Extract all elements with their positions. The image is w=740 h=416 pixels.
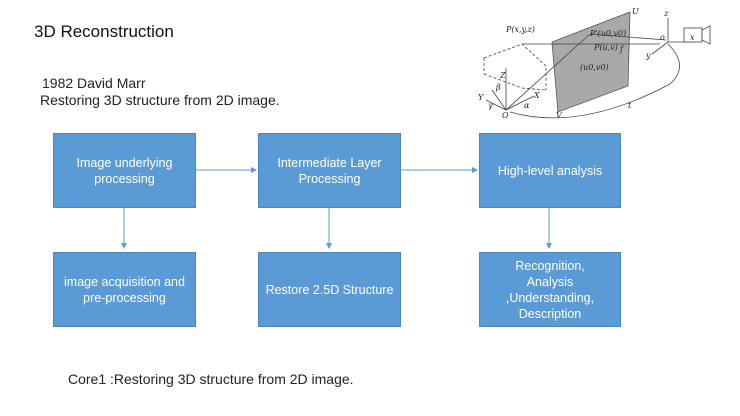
label-y-world: Y [478, 93, 484, 102]
label-x-world: X [533, 91, 540, 100]
label-origin-world: O [502, 111, 509, 120]
label-focal: f [619, 45, 625, 54]
label-v-axis: V [556, 111, 563, 120]
box-label: image acquisition and pre-processing [64, 274, 185, 305]
box-label: Intermediate Layer Processing [277, 155, 382, 186]
label-y-camera: y [645, 51, 651, 60]
box-restore-25d: Restore 2.5D Structure [258, 252, 401, 327]
box-high-level-analysis: High-level analysis [479, 133, 621, 208]
intro-line-1: 1982 David Marr [42, 75, 146, 91]
slide-title: 3D Reconstruction [34, 22, 174, 41]
label-p-prime: P'(u0,v0) [589, 29, 626, 38]
box-intermediate-layer-processing: Intermediate Layer Processing [258, 133, 401, 208]
camera-model-figure: P(x,y,z) P'(u0,v0) P(u,v) (u0,v0) U V Z … [478, 7, 711, 120]
label-u-axis: U [632, 7, 639, 16]
box-label: High-level analysis [497, 163, 603, 178]
label-gamma: γ [488, 101, 493, 110]
label-x-camera: x [690, 33, 695, 42]
label-origin-camera: o [660, 33, 665, 42]
intro-line-2: Restoring 3D structure from 2D image. [40, 92, 280, 108]
label-beta: β [495, 83, 501, 92]
label-z-camera: z [663, 9, 669, 18]
label-t: t [628, 101, 632, 110]
box-recognition: Recognition, Analysis ,Understanding, De… [479, 252, 621, 327]
label-z-world: Z [499, 71, 506, 80]
label-alpha: α [524, 101, 530, 110]
footer-text: Core1 :Restoring 3D structure from 2D im… [68, 371, 354, 387]
intro-text: 1982 David Marr Restoring 3D structure f… [40, 75, 280, 109]
box-label: Recognition, Analysis ,Understanding, De… [505, 258, 595, 321]
label-p-uv: P(u,v) [593, 43, 618, 52]
box-image-underlying-processing: Image underlying processing [53, 133, 196, 208]
box-label: Restore 2.5D Structure [265, 282, 394, 297]
box-image-acquisition: image acquisition and pre-processing [53, 252, 196, 327]
image-plane [551, 11, 631, 113]
label-p-world: P(x,y,z) [505, 25, 535, 34]
label-uv0: (u0,v0) [580, 63, 609, 72]
box-label: Image underlying processing [76, 155, 173, 186]
